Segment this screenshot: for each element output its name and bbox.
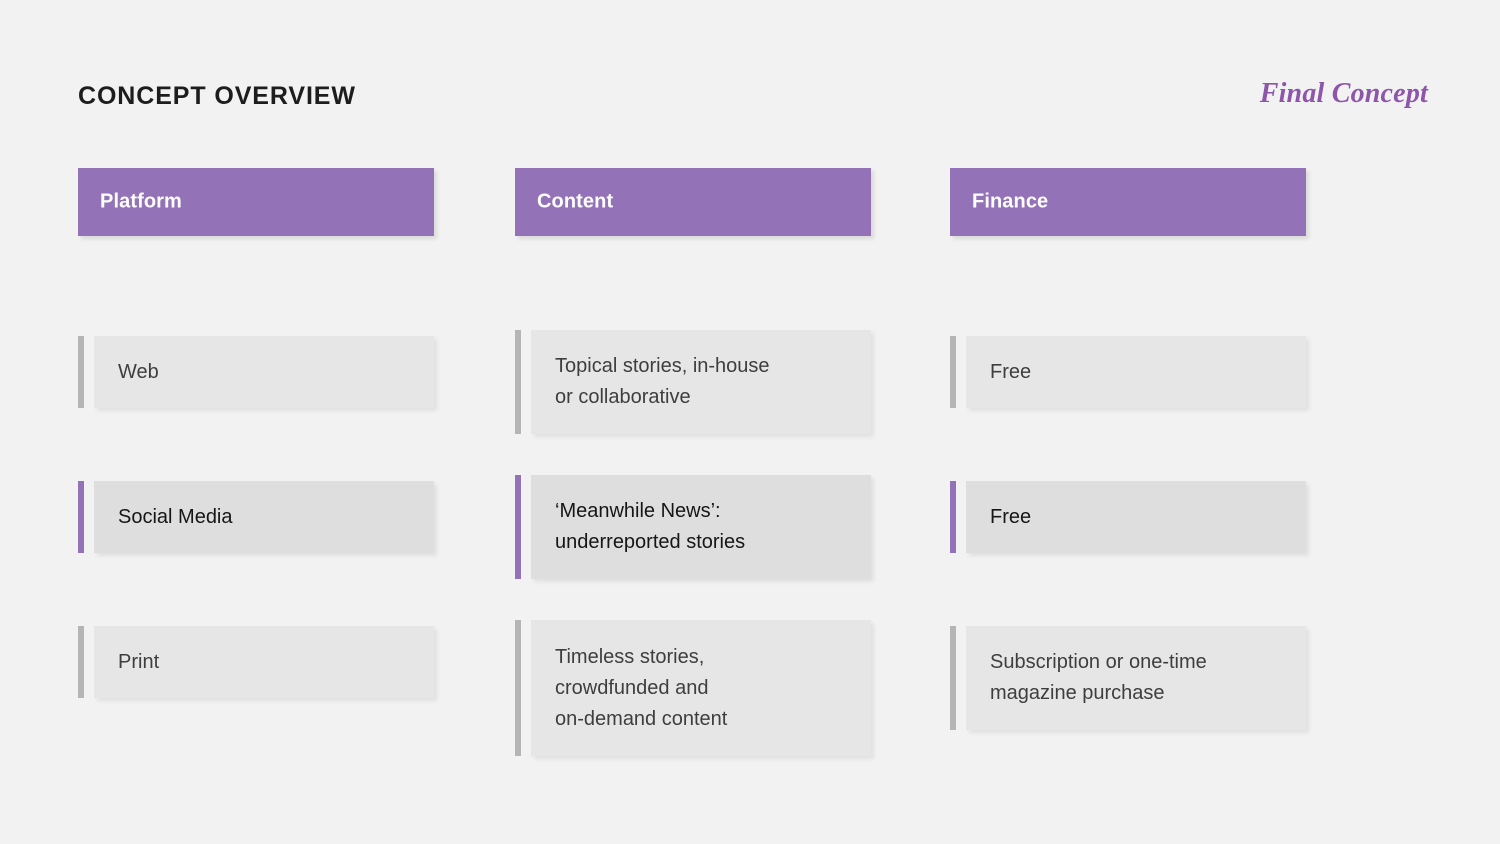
row-accent-bar (950, 336, 956, 408)
row-accent-bar-highlighted (950, 481, 956, 553)
row-card[interactable]: Social Media (94, 481, 434, 553)
column-header-label: Finance (972, 190, 1049, 213)
row-card[interactable]: ‘Meanwhile News’: underreported stories (531, 475, 871, 579)
row-item-subscription[interactable]: Subscription or one-time magazine purcha… (950, 626, 1306, 730)
row-label: Social Media (118, 505, 233, 528)
column-header-finance[interactable]: Finance (950, 168, 1306, 236)
row-card[interactable]: Free (966, 336, 1306, 408)
row-label: Subscription or one-time magazine purcha… (990, 651, 1207, 704)
row-item-web[interactable]: Web (78, 336, 434, 408)
row-accent-bar (78, 336, 84, 408)
column-header-label: Platform (100, 190, 182, 213)
column-rows-content: Topical stories, in-house or collaborati… (515, 236, 871, 756)
row-item-social-media[interactable]: Social Media (78, 481, 434, 553)
row-item-topical-stories[interactable]: Topical stories, in-house or collaborati… (515, 330, 871, 434)
row-card[interactable]: Subscription or one-time magazine purcha… (966, 626, 1306, 730)
row-item-meanwhile-news[interactable]: ‘Meanwhile News’: underreported stories (515, 475, 871, 579)
row-label: Print (118, 650, 160, 673)
column-header-platform[interactable]: Platform (78, 168, 434, 236)
row-item-free-social[interactable]: Free (950, 481, 1306, 553)
row-card[interactable]: Free (966, 481, 1306, 553)
row-accent-bar (515, 330, 521, 434)
row-accent-bar (950, 626, 956, 730)
row-item-timeless-stories[interactable]: Timeless stories, crowdfunded and on-dem… (515, 620, 871, 756)
row-label: Web (118, 360, 159, 383)
row-card[interactable]: Web (94, 336, 434, 408)
page-title: CONCEPT OVERVIEW (78, 82, 356, 110)
column-header-label: Content (537, 190, 614, 213)
row-card[interactable]: Timeless stories, crowdfunded and on-dem… (531, 620, 871, 756)
row-label: Free (990, 360, 1032, 383)
row-accent-bar-highlighted (78, 481, 84, 553)
row-card[interactable]: Print (94, 626, 434, 698)
row-accent-bar-highlighted (515, 475, 521, 579)
row-label: ‘Meanwhile News’: underreported stories (555, 500, 746, 553)
slide-header: CONCEPT OVERVIEW Final Concept (0, 0, 1500, 160)
row-label: Timeless stories, crowdfunded and on-dem… (555, 645, 728, 730)
row-accent-bar (78, 626, 84, 698)
row-label: Topical stories, in-house or collaborati… (555, 355, 770, 408)
row-item-print[interactable]: Print (78, 626, 434, 698)
row-item-free-web[interactable]: Free (950, 336, 1306, 408)
row-label: Free (990, 505, 1032, 528)
column-header-content[interactable]: Content (515, 168, 871, 236)
row-card[interactable]: Topical stories, in-house or collaborati… (531, 330, 871, 434)
final-concept-badge: Final Concept (1259, 78, 1428, 109)
row-accent-bar (515, 620, 521, 756)
